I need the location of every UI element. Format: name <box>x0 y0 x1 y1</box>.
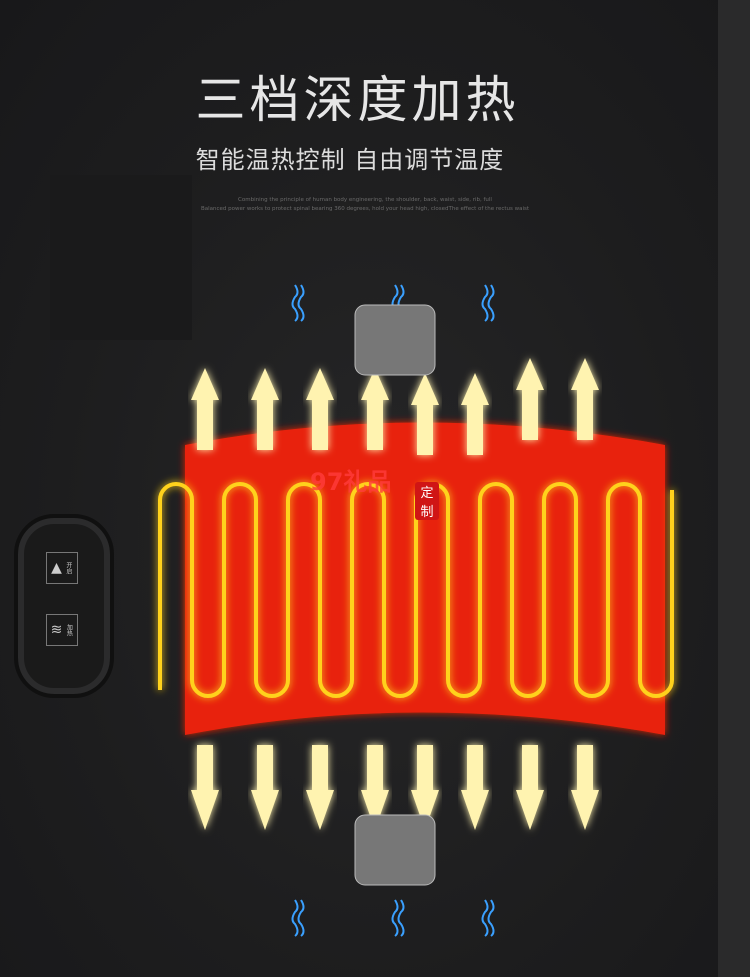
up-arrow <box>251 368 279 450</box>
controller: ▲开启 ≋加热 <box>14 514 114 698</box>
heating-coil <box>158 482 674 698</box>
english-line-1: Combining the principle of human body en… <box>238 197 492 203</box>
fan-motor <box>354 814 436 886</box>
power-heat-icon: ▲ <box>51 560 62 576</box>
up-arrow <box>516 358 544 440</box>
heat-wave-icon: ≋ <box>50 622 63 638</box>
up-arrow <box>306 368 334 450</box>
subtitle: 智能温热控制 自由调节温度 <box>195 146 505 174</box>
heat-wave-icon <box>481 899 495 937</box>
down-arrow <box>306 745 334 830</box>
down-arrow <box>251 745 279 830</box>
heat-wave-icon <box>291 284 305 322</box>
heat-wave-icon <box>391 899 405 937</box>
down-arrow <box>411 745 439 830</box>
heat-button[interactable]: ≋加热 <box>46 614 78 646</box>
up-arrow <box>571 358 599 440</box>
headline: 三档深度加热 <box>195 71 520 129</box>
up-arrow <box>411 373 439 455</box>
heat-wave-icon <box>291 899 305 937</box>
up-arrow <box>191 368 219 450</box>
down-arrow <box>461 745 489 830</box>
watermark-badge: 定制 <box>415 482 439 520</box>
watermark-logo: 97礼品 <box>310 468 392 496</box>
english-line-2: Balanced power works to protect spinal b… <box>200 206 530 212</box>
heat-wave-icon <box>481 284 495 322</box>
down-arrow <box>191 745 219 830</box>
up-arrow <box>361 368 389 450</box>
background-panel <box>50 175 192 340</box>
down-arrow <box>571 745 599 830</box>
up-arrow <box>461 373 489 455</box>
edge-bar <box>718 0 750 977</box>
fan-motor <box>354 304 436 376</box>
down-arrow <box>516 745 544 830</box>
power-button[interactable]: ▲开启 <box>46 552 78 584</box>
down-arrow <box>361 745 389 830</box>
